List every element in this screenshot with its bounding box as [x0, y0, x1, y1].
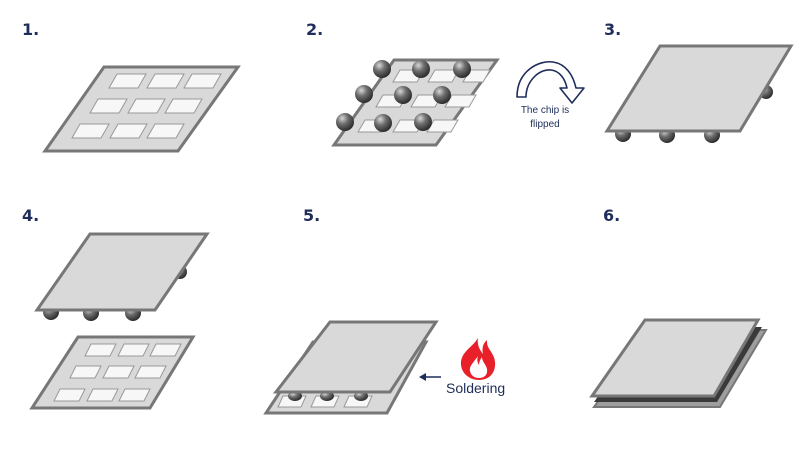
flip-caption: The chip is flipped	[510, 104, 580, 132]
step-3-flipped-chip	[604, 44, 794, 143]
curved-arrow-icon	[516, 60, 585, 104]
soldering-label: Soldering	[446, 380, 506, 396]
flip-caption-line-2: flipped	[530, 119, 560, 130]
step-3-number: 3.	[604, 20, 622, 39]
step-1-number: 1.	[22, 20, 40, 39]
step-4-number: 4.	[22, 206, 40, 225]
flame-icon	[460, 338, 496, 380]
step-5-assembly	[263, 320, 439, 415]
step-1-pads	[71, 73, 222, 139]
flip-caption-line-1: The chip is	[520, 105, 570, 116]
left-arrow-icon	[419, 373, 441, 381]
step-1-substrate	[42, 65, 241, 153]
step-4-substrate	[29, 335, 196, 410]
step-2-chip	[331, 58, 500, 147]
step-2-number: 2.	[306, 20, 324, 39]
step-2-solder-bumps	[336, 60, 471, 132]
step-6-number: 6.	[603, 206, 621, 225]
step-4-chip	[34, 232, 210, 321]
step-5-number: 5.	[303, 206, 321, 225]
step-4-pads	[53, 343, 182, 402]
step-6-bonded-package	[589, 318, 768, 408]
